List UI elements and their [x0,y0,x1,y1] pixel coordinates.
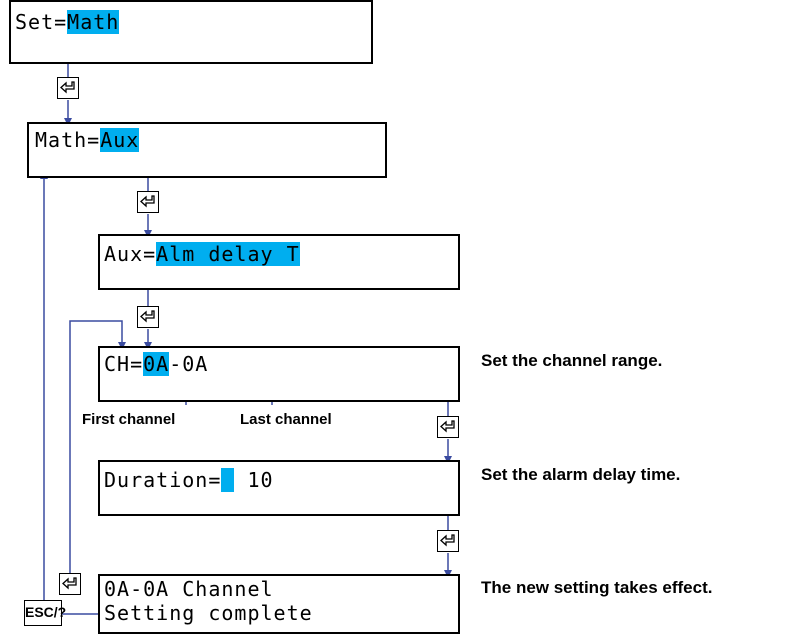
set-prefix: Set= [15,10,68,34]
enter-key-icon[interactable] [59,573,81,595]
enter-key-icon[interactable] [437,416,459,438]
enter-key-icon[interactable] [437,530,459,552]
duration-value: 10 [234,468,274,492]
ch-prefix: CH= [104,352,144,376]
math-prefix: Math= [35,128,101,152]
note-alarm-delay: Set the alarm delay time. [481,465,681,484]
complete-line2: Setting complete [104,601,313,625]
ch-first: 0A [143,352,170,376]
duration-cursor [221,468,235,492]
duration-prefix: Duration= [104,468,222,492]
math-screen: Math=Aux [27,122,387,178]
aux-value: Alm delay T [156,242,300,266]
note-takes-effect: The new setting takes effect. [481,578,713,597]
math-value: Aux [100,128,140,152]
channel-screen: CH=0A-0A [98,346,460,402]
ch-separator: - [169,352,183,376]
aux-prefix: Aux= [104,242,157,266]
set-value: Math [67,10,120,34]
last-channel-label: Last channel [240,411,332,428]
enter-key-icon[interactable] [57,77,79,99]
enter-key-icon[interactable] [137,306,159,328]
complete-screen: 0A-0A Channel Setting complete [98,574,460,634]
esc-key-button[interactable]: ESC/? [24,600,66,626]
aux-screen: Aux=Alm delay T [98,234,460,290]
complete-line1: 0A-0A Channel [104,577,274,601]
ch-last: 0A [182,352,209,376]
enter-key-icon[interactable] [137,191,159,213]
set-screen: Set=Math [9,0,373,64]
note-channel-range: Set the channel range. [481,351,663,370]
first-channel-label: First channel [82,411,176,428]
duration-screen: Duration= 10 [98,460,460,516]
